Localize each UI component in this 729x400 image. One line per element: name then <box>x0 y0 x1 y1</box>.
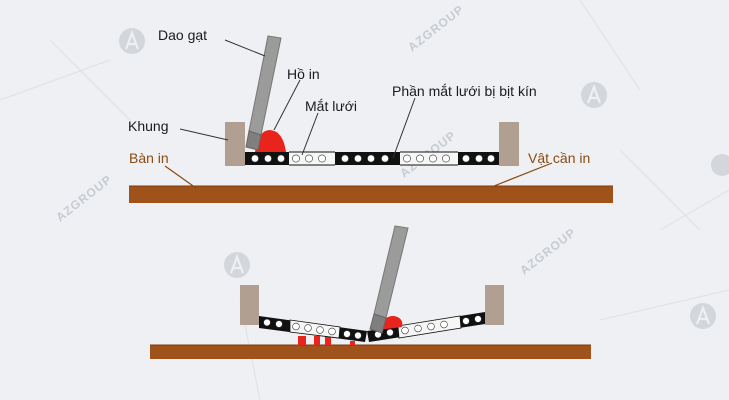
label-blocked-mesh: Phần mắt lưới bị bịt kín <box>392 83 537 99</box>
frame-right-top <box>499 122 519 166</box>
ink-blob-top <box>255 130 286 152</box>
label-frame: Khung <box>128 118 168 134</box>
leader-line-brown <box>493 162 553 187</box>
watermark-text: AZGROUP <box>405 2 466 54</box>
watermark-text: AZGROUP <box>517 225 578 277</box>
watermark-text: AZGROUP <box>53 172 114 224</box>
mesh-strip-bottom-left <box>259 316 367 342</box>
print-table-top <box>129 186 613 203</box>
print-table-bottom <box>150 345 591 359</box>
mesh-strip-top <box>245 151 499 166</box>
label-substrate: Vật cần in <box>528 150 590 166</box>
printed-ink-marks <box>298 336 355 345</box>
squeegee-bottom <box>369 225 409 334</box>
watermark-logo-icon <box>690 303 716 329</box>
frame-left-top <box>225 122 245 166</box>
mesh-strip-bottom-right <box>367 312 485 342</box>
label-print-table: Bàn in <box>129 150 169 166</box>
frame-right-bottom <box>485 285 504 325</box>
watermark-logo-icon <box>224 252 250 278</box>
watermark-logo-icon <box>581 82 607 108</box>
squeegee-top <box>245 35 282 151</box>
leader-line-brown <box>164 165 197 189</box>
frame-left-bottom <box>240 285 259 325</box>
leader-lines <box>179 39 416 159</box>
label-mesh: Mắt lưới <box>305 98 357 114</box>
label-squeegee: Dao gạt <box>158 27 207 43</box>
label-ink: Hồ in <box>287 66 320 82</box>
watermark-logo-icon <box>119 28 145 54</box>
watermark-logo-icon <box>711 154 729 176</box>
